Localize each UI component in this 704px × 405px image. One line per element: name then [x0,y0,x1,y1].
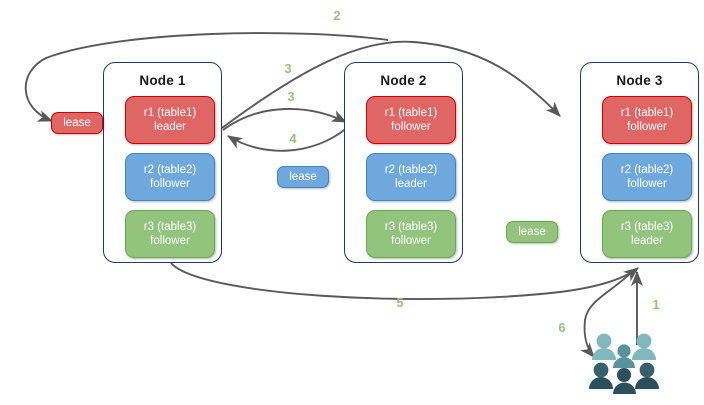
replica-role: follower [391,235,431,247]
replica-name: r3 (table3) [384,221,438,233]
node-container-2[interactable]: Node 2 r1 (table1) follower r2 (table2) … [344,62,463,263]
node-title: Node 1 [139,73,186,88]
replica-name: r2 (table2) [143,164,197,176]
replica-name: r1 (table1) [620,107,674,119]
replica-node1-r2[interactable]: r2 (table2) follower [125,153,215,201]
replica-role: follower [150,235,190,247]
replica-role: leader [395,178,427,190]
users-icon [589,333,659,394]
replica-node1-r1[interactable]: r1 (table1) leader [125,96,215,144]
replica-node3-r3[interactable]: r3 (table3) leader [602,210,692,258]
replica-node1-r3[interactable]: r3 (table3) follower [125,210,215,258]
arrow-step-3b [222,108,348,131]
arrow-step-4 [227,126,349,152]
replica-role: follower [627,121,667,133]
step-label-1: 1 [652,297,660,312]
replica-name: r3 (table3) [143,221,197,233]
replica-name: r2 (table2) [620,164,674,176]
arrow-step-2 [24,32,389,122]
replica-node3-r1[interactable]: r1 (table1) follower [602,96,692,144]
node-title: Node 3 [616,73,663,88]
lease-chip-blue[interactable]: lease [277,166,329,188]
lease-chip-red[interactable]: lease [51,112,103,134]
step-label-5: 5 [396,295,404,310]
step-label-4: 4 [289,131,297,146]
replica-role: follower [150,178,190,190]
node-container-3[interactable]: Node 3 r1 (table1) follower r2 (table2) … [580,62,699,263]
replica-node2-r3[interactable]: r3 (table3) follower [366,210,456,258]
replica-role: follower [627,178,667,190]
replica-name: r3 (table3) [620,221,674,233]
step-label-3a: 3 [284,61,292,76]
step-label-6: 6 [558,320,566,335]
arrow-step-6 [580,269,635,358]
replica-node2-r2[interactable]: r2 (table2) leader [366,153,456,201]
arrow-step-3a [221,40,561,129]
replica-name: r1 (table1) [143,107,197,119]
node-title: Node 2 [380,73,427,88]
replica-role: follower [391,121,431,133]
replica-name: r2 (table2) [384,164,438,176]
lease-chip-green[interactable]: lease [506,221,558,243]
replica-node2-r1[interactable]: r1 (table1) follower [366,96,456,144]
replica-role: leader [631,235,663,247]
replica-role: leader [154,121,186,133]
arrow-step-5 [170,262,639,300]
step-label-3b: 3 [287,89,295,104]
node-container-1[interactable]: Node 1 r1 (table1) leader r2 (table2) fo… [103,62,222,263]
replica-node3-r2[interactable]: r2 (table2) follower [602,153,692,201]
step-label-2: 2 [333,8,341,23]
replica-name: r1 (table1) [384,107,438,119]
